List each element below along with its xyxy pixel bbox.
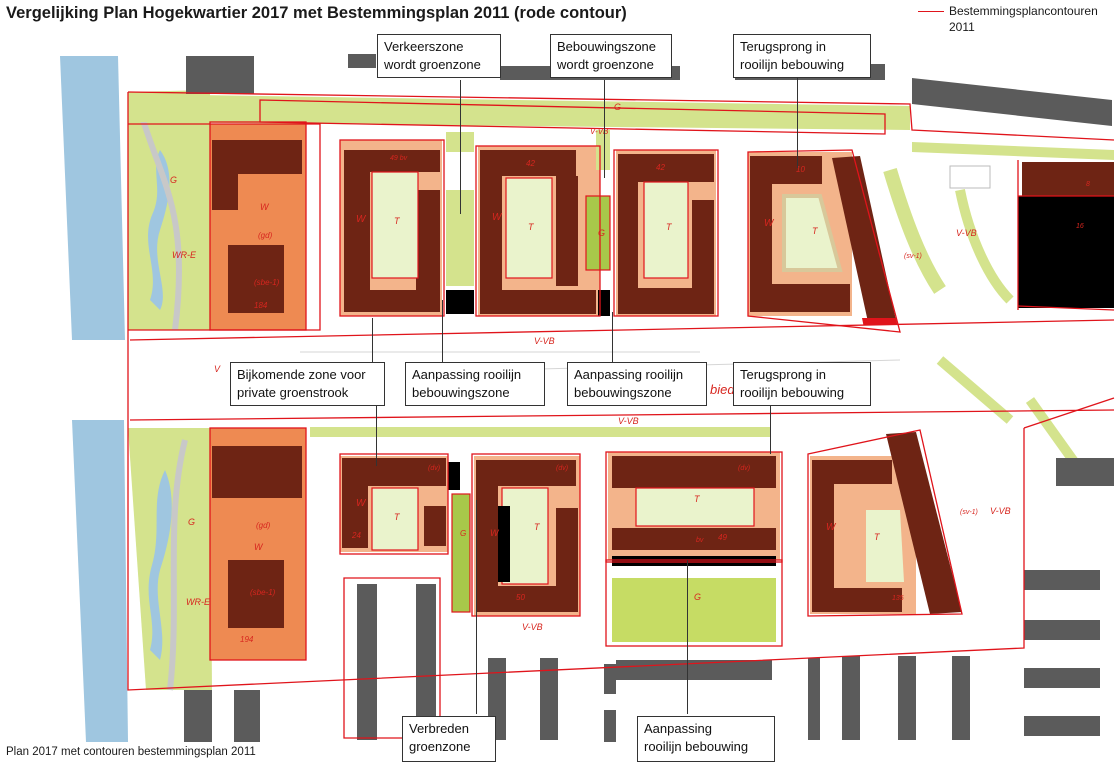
water-canal (60, 56, 125, 340)
svg-text:V: V (214, 364, 221, 374)
svg-text:V-VB: V-VB (618, 416, 639, 426)
svg-text:V-VB: V-VB (522, 622, 543, 632)
svg-text:T: T (394, 216, 401, 226)
diagonal-building-north (832, 156, 896, 322)
svg-text:194: 194 (240, 635, 254, 644)
gray-building-top-5 (912, 78, 1112, 126)
page-title: Vergelijking Plan Hogekwartier 2017 met … (6, 4, 627, 22)
callout-terugsprong-top: Terugsprong in rooilijn bebouwing (733, 34, 871, 78)
svg-text:W: W (826, 522, 837, 533)
green-zone-south (451, 493, 471, 613)
svg-text:G: G (694, 592, 701, 602)
svg-text:WR-E: WR-E (172, 250, 197, 260)
svg-text:bv: bv (696, 537, 704, 544)
svg-text:G: G (598, 228, 605, 238)
svg-text:G: G (460, 529, 466, 538)
svg-text:W: W (764, 218, 775, 229)
svg-text:W: W (490, 528, 500, 538)
svg-text:W: W (492, 212, 503, 223)
legend-label: Bestemmingsplancontouren 2011 (949, 4, 1098, 34)
callout-terugsprong-mid: Terugsprong in rooilijn bebouwing (733, 362, 871, 406)
svg-text:24: 24 (351, 531, 361, 540)
svg-text:49: 49 (718, 533, 727, 542)
callout-leader-verkeerszone (460, 80, 461, 214)
callout-leader-terugsprong-mid-a (376, 404, 377, 466)
svg-text:V-VB: V-VB (990, 506, 1011, 516)
svg-text:8: 8 (1086, 181, 1090, 188)
svg-text:V-VB: V-VB (534, 336, 555, 346)
svg-text:WR-E: WR-E (186, 597, 211, 607)
callout-verkeerszone: Verkeerszone wordt groenzone (377, 34, 501, 78)
callout-leader-bebouwingszone (604, 80, 605, 178)
callout-bebouwingszone: Bebouwingszone wordt groenzone (550, 34, 672, 78)
svg-text:G: G (170, 175, 177, 185)
legend-line-swatch (918, 11, 944, 12)
green-park-north (128, 90, 210, 330)
svg-text:V-VB: V-VB (590, 127, 609, 136)
svg-text:W: W (356, 498, 367, 509)
black-building-east (1018, 196, 1114, 308)
callout-bijkomende: Bijkomende zone voor private groenstrook (230, 362, 385, 406)
svg-text:(sv-1): (sv-1) (960, 509, 978, 516)
svg-text:(gd): (gd) (256, 521, 271, 530)
figure-caption: Plan 2017 met contouren bestemmingsplan … (6, 746, 256, 758)
svg-text:16: 16 (1076, 223, 1084, 230)
callout-leader-terugsprong-mid-b (770, 402, 771, 454)
pond-north (148, 150, 170, 310)
svg-text:G: G (188, 517, 195, 527)
callout-verbreden: Verbreden groenzone (402, 716, 496, 762)
callout-leader-aanpassing-3 (687, 560, 688, 714)
diagonal-building-south (886, 432, 962, 614)
callout-aanpassing-2: Aanpassing rooilijn bebouwingszone (567, 362, 707, 406)
svg-text:T: T (694, 494, 701, 504)
svg-text:G: G (614, 102, 621, 112)
path-south (167, 439, 188, 691)
svg-text:V-VB: V-VB (956, 228, 977, 238)
svg-text:(sbe-1): (sbe-1) (254, 278, 280, 287)
svg-text:(gd): (gd) (258, 231, 273, 240)
green-park-south (128, 428, 212, 690)
svg-text:(sbe-1): (sbe-1) (250, 588, 276, 597)
gray-building-top-2 (348, 54, 376, 68)
svg-text:(dv): (dv) (556, 465, 568, 472)
callout-leader-aanpassing-1 (442, 300, 443, 362)
callout-leader-terugsprong-top (797, 76, 798, 168)
green-band-top (130, 94, 910, 130)
path-north (137, 109, 183, 331)
gray-building-top-1 (186, 56, 254, 94)
svg-text:T: T (874, 532, 881, 542)
svg-text:42: 42 (656, 163, 665, 172)
svg-text:W: W (260, 202, 270, 212)
water-canal-south (72, 420, 128, 742)
svg-text:T: T (666, 222, 673, 232)
svg-text:(dv): (dv) (738, 465, 750, 472)
svg-text:135: 135 (892, 595, 904, 602)
green-field-south (612, 578, 776, 642)
svg-text:(sv-1): (sv-1) (904, 253, 922, 260)
map-labels: G V-VB G WR-E W (gd) (sbe-1) 184 W T 49 … (170, 102, 1090, 644)
svg-text:W: W (254, 542, 264, 552)
svg-text:T: T (534, 522, 541, 532)
svg-text:T: T (528, 222, 535, 232)
callout-leader-bijkomende (372, 318, 373, 366)
callout-leader-verbreden (476, 500, 477, 714)
svg-text:(dv): (dv) (428, 465, 440, 472)
pond-south (148, 470, 172, 660)
svg-text:184: 184 (254, 301, 268, 310)
svg-text:10: 10 (796, 165, 805, 174)
svg-text:50: 50 (516, 593, 525, 602)
svg-text:42: 42 (526, 159, 535, 168)
callout-aanpassing-3: Aanpassing rooilijn bebouwing (637, 716, 775, 762)
svg-text:bied: bied (710, 382, 735, 397)
svg-text:W: W (356, 214, 367, 225)
svg-text:T: T (812, 226, 819, 236)
callout-aanpassing-1: Aanpassing rooilijn bebouwingszone (405, 362, 545, 406)
svg-text:49 bv: 49 bv (390, 155, 408, 162)
svg-text:T: T (394, 512, 401, 522)
callout-leader-aanpassing-2 (612, 312, 613, 362)
